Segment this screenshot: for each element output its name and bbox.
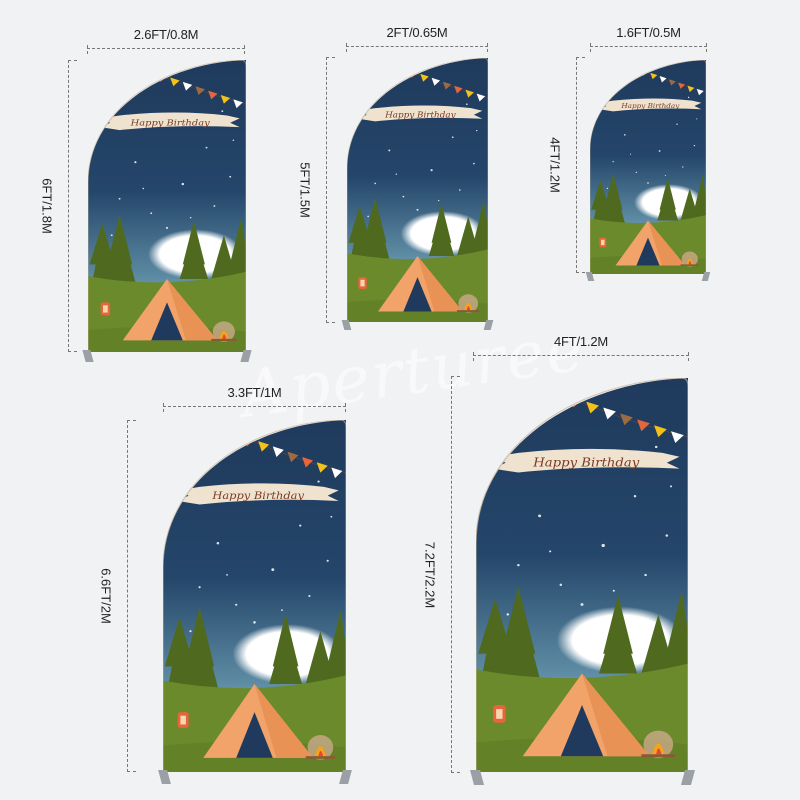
stand-feet-p2-right [483, 320, 494, 330]
stand-feet-p1-right [240, 350, 252, 362]
width-label: 4FT/1.2M [553, 334, 609, 349]
height-dimension-p5: 7.2FT/2.2M [423, 376, 460, 773]
backdrop-panel-p2 [347, 58, 488, 322]
width-label: 2FT/0.65M [386, 25, 448, 40]
backdrop-panel-p3 [590, 60, 706, 274]
stand-feet-p5 [469, 770, 485, 785]
height-dimension-p3: 4FT/1.2M [548, 57, 585, 273]
stand-feet-p4-right [339, 770, 352, 784]
stand-feet-p4 [158, 770, 171, 784]
width-label: 2.6FT/0.8M [133, 27, 199, 42]
width-dimension-p4: 3.3FT/1M [163, 385, 346, 412]
height-dimension-p4: 6.6FT/2M [99, 420, 136, 772]
width-label: 1.6FT/0.5M [616, 25, 681, 40]
stand-feet-p3-right [701, 272, 711, 281]
height-label: 5FT/1.5M [297, 162, 313, 218]
height-label: 7.2FT/2.2M [422, 541, 438, 608]
height-dimension-p2: 5FT/1.5M [298, 57, 335, 323]
width-dimension-p1: 2.6FT/0.8M [87, 27, 245, 54]
backdrop-panel-p5 [476, 378, 688, 772]
stand-feet-p5-right [680, 770, 696, 785]
height-dimension-p1: 6FT/1.8M [40, 60, 77, 352]
backdrop-panel-p1 [88, 60, 246, 352]
width-dimension-p2: 2FT/0.65M [346, 25, 488, 52]
height-label: 6.6FT/2M [98, 568, 114, 624]
width-label: 3.3FT/1M [227, 385, 282, 400]
width-dimension-p5: 4FT/1.2M [473, 334, 689, 361]
height-label: 4FT/1.2M [547, 137, 563, 193]
width-dimension-p3: 1.6FT/0.5M [590, 25, 707, 52]
height-label: 6FT/1.8M [39, 178, 55, 234]
backdrop-panel-p4 [163, 420, 346, 772]
